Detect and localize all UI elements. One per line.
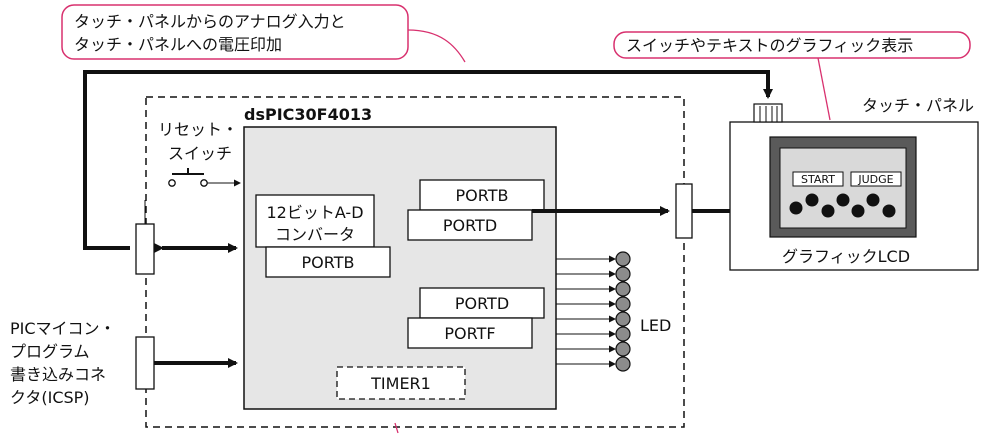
start-button[interactable] [792, 171, 844, 187]
led-icon [615, 311, 631, 327]
touch-panel: タッチ・パネル START JUDGE グラフィックLCD [729, 96, 979, 271]
callout-touch-io-line2: タッチ・パネルへの電圧印加 [74, 35, 282, 54]
callout-touch-io-line1: タッチ・パネルからのアナログ入力と [74, 12, 346, 31]
panel-connector-icon [753, 103, 783, 123]
adc-port: PORTB [302, 253, 355, 272]
board-outline [145, 96, 685, 428]
led-icon [615, 356, 631, 372]
icsp-connector: PICマイコン・ プログラム 書き込みコネ クタ(ICSP) [10, 319, 238, 407]
touch-connector [135, 223, 155, 275]
callout-graphic-display: スイッチやテキストのグラフィック表示 [613, 31, 971, 121]
touch-panel-label: タッチ・パネル [862, 96, 974, 115]
adc-line1: 12ビットA-D [266, 203, 363, 222]
led-icon [615, 341, 631, 357]
reset-switch-line2: スイッチ [168, 144, 232, 163]
output-port-front: PORTD [443, 216, 497, 235]
output-port-back: PORTB [456, 186, 509, 205]
led-icon [615, 251, 631, 267]
icsp-line2: プログラム [10, 342, 90, 361]
switch-contact-icon [168, 179, 176, 187]
timer-label: TIMER1 [370, 374, 431, 393]
adc-block: 12ビットA-D コンバータ PORTB [255, 194, 391, 278]
reset-switch-line1: リセット・ [158, 120, 238, 139]
icsp-line3: 書き込みコネ [10, 365, 106, 384]
output-port-block: PORTB PORTD [407, 179, 545, 241]
callout-pointer-line [407, 29, 466, 63]
icsp-line4: クタ(ICSP) [10, 388, 90, 407]
callout-graphic-display-text: スイッチやテキストのグラフィック表示 [626, 36, 913, 55]
lcd-dot-icon [866, 193, 880, 207]
judge-button-label: JUDGE [857, 173, 893, 186]
led-label: LED [640, 316, 671, 335]
lcd-dot-icon [851, 204, 865, 218]
led-icon [615, 266, 631, 282]
led-array [556, 251, 631, 372]
lcd-connector [675, 183, 693, 239]
lcd-dot-icon [882, 204, 896, 218]
led-port-front: PORTF [444, 324, 495, 343]
switch-contact-icon [200, 179, 208, 187]
lcd-label: グラフィックLCD [782, 247, 910, 266]
led-port-block: PORTD PORTF [407, 287, 545, 349]
timer-block: TIMER1 [336, 366, 466, 400]
judge-button[interactable] [850, 171, 902, 187]
lcd-dot-icon [836, 193, 850, 207]
start-button-label: START [801, 173, 835, 186]
callout-pointer-line [394, 422, 399, 434]
lcd-dot-icon [789, 201, 803, 215]
lcd-dot-icon [821, 204, 835, 218]
led-icon [615, 281, 631, 297]
led-icon [615, 326, 631, 342]
reset-switch: リセット・ スイッチ [158, 120, 241, 187]
adc-line2: コンバータ [275, 225, 355, 244]
mcu-name: dsPIC30F4013 [244, 105, 372, 124]
touch-panel-bus-line [83, 70, 773, 250]
led-icon [615, 296, 631, 312]
callout-pointer-line [817, 57, 831, 121]
lcd-dot-icon [805, 193, 819, 207]
callout-touch-io: タッチ・パネルからのアナログ入力と タッチ・パネルへの電圧印加 [61, 4, 466, 63]
led-port-back: PORTD [455, 294, 509, 313]
icsp-line1: PICマイコン・ [10, 319, 116, 338]
